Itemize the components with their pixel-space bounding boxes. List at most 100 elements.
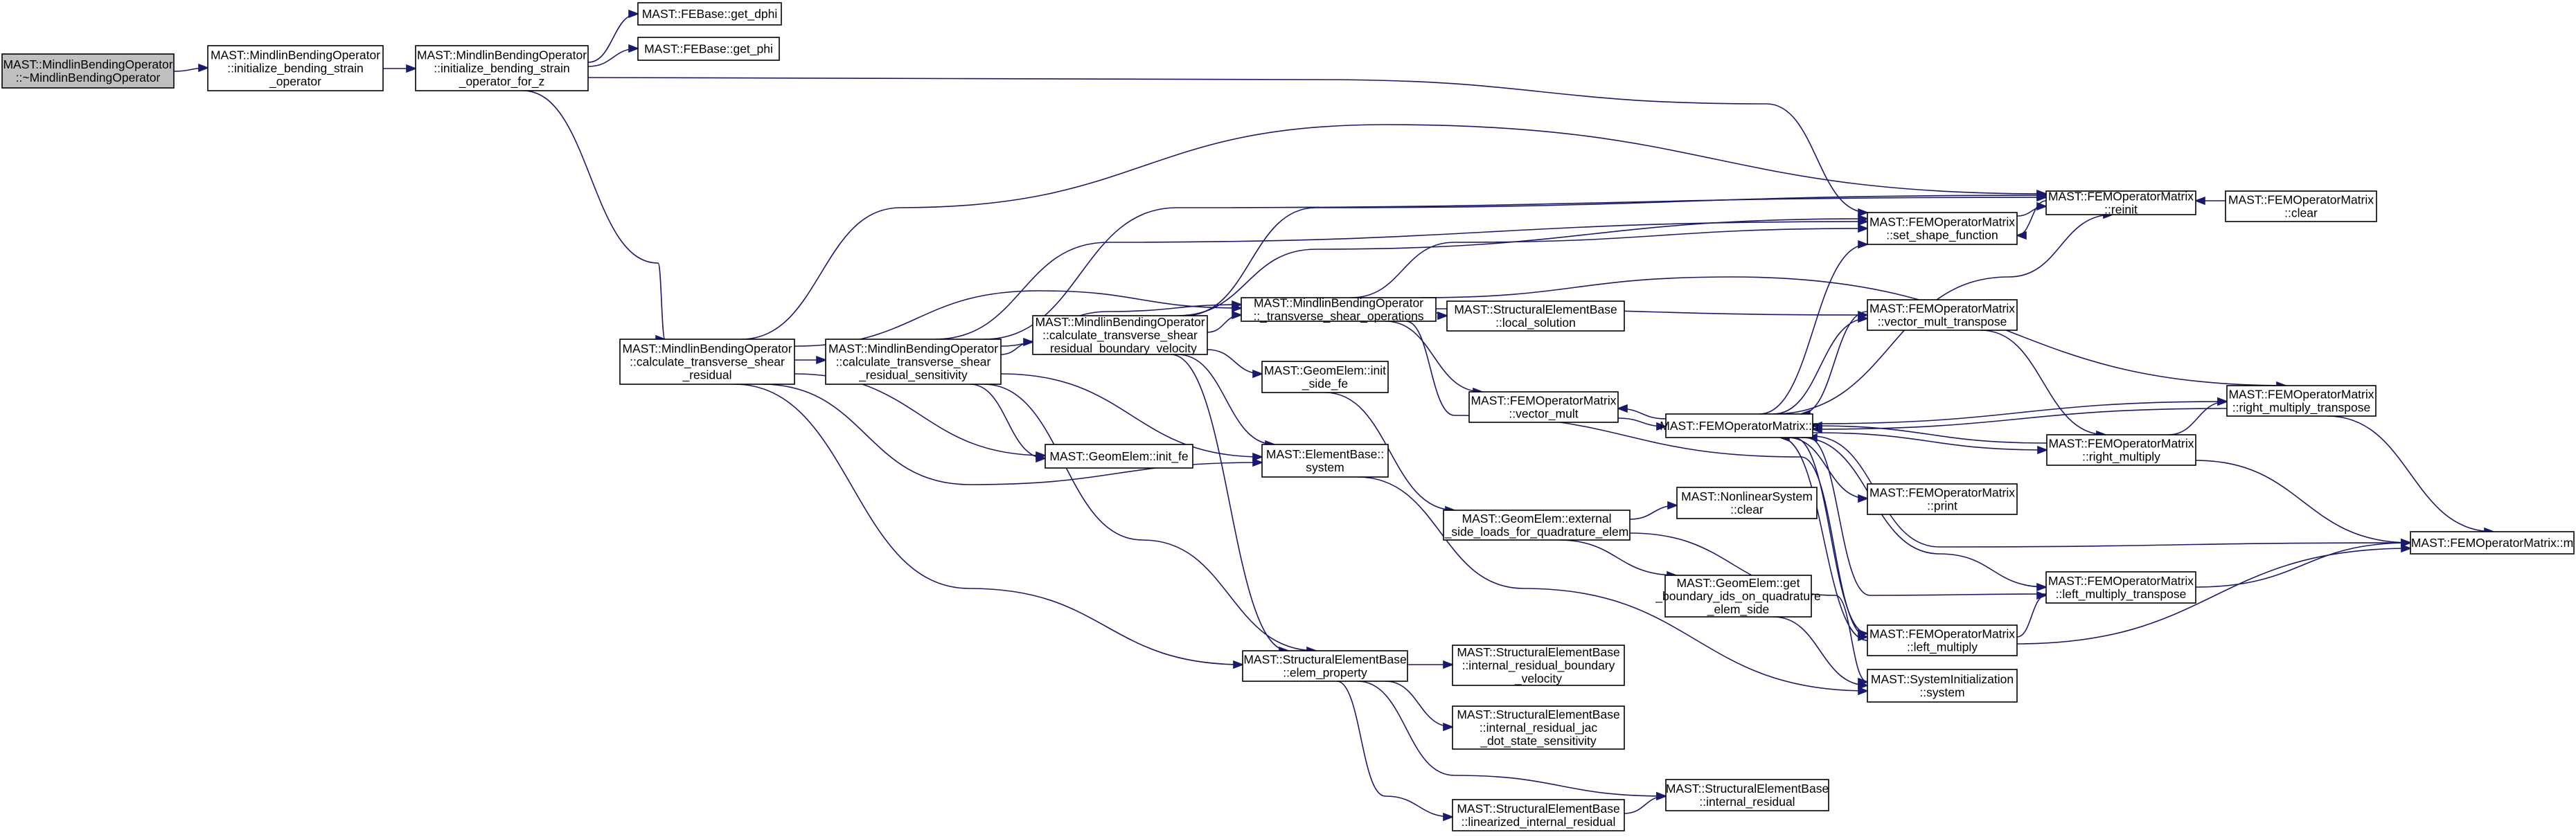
node-n10[interactable]: MAST::MindlinBendingOperator::calculate_… <box>1032 315 1208 356</box>
node-box <box>637 37 780 61</box>
node-n26[interactable]: MAST::FEMOperatorMatrix::left_multiply_t… <box>2045 571 2196 604</box>
node-n28[interactable]: MAST::SystemInitialization::system <box>1867 669 2018 703</box>
node-n27[interactable]: MAST::FEMOperatorMatrix::left_multiply <box>1867 624 2018 656</box>
node-n3[interactable]: MAST::FEBase::get_dphi <box>637 2 782 26</box>
edge-line <box>1357 681 1667 797</box>
node-box <box>1665 413 1813 438</box>
node-label-line: _dot_state_sensitivity <box>1480 734 1597 748</box>
node-box <box>2226 385 2377 417</box>
node-n2[interactable]: MAST::MindlinBendingOperator::initialize… <box>415 45 589 91</box>
call-edge-n5-n19 <box>761 384 1264 485</box>
edge-line <box>934 221 1868 340</box>
node-label-line: MAST::MindlinBendingOperator <box>417 48 587 62</box>
node-label-line: ::vector_mult_transpose <box>1878 315 2007 330</box>
node-box <box>1242 650 1408 682</box>
arrowhead-icon <box>1443 722 1455 732</box>
node-label-line: MAST::GeomElem::get <box>1677 576 1800 590</box>
node-n19[interactable]: MAST::ElementBase::system <box>1261 444 1389 478</box>
node-n15[interactable]: MAST::FEMOperatorMatrix::vector_mult <box>1468 391 1619 423</box>
call-edge-n16-n27 <box>1793 437 1869 638</box>
arrowhead-icon <box>198 63 210 73</box>
call-edge-n29-n33 <box>1336 681 1455 822</box>
node-n0[interactable]: MAST::MindlinBendingOperator::~MindlinBe… <box>1 53 175 89</box>
edge-line <box>1779 437 1868 641</box>
call-edge-n9-n19 <box>1000 373 1264 462</box>
node-n5[interactable]: MAST::MindlinBendingOperator::calculate_… <box>619 339 795 385</box>
arrowhead-icon <box>1811 421 1822 431</box>
node-n18[interactable]: MAST::GeomElem::init_fe <box>1045 444 1193 469</box>
arrowhead-icon <box>2194 196 2205 206</box>
call-edge-n10-n6 <box>1177 214 1869 316</box>
edge-line <box>1812 432 2048 451</box>
node-n32[interactable]: MAST::StructuralElementBase::internal_re… <box>1665 779 1829 811</box>
edge-line <box>1807 437 2047 596</box>
call-edge-n9-n29 <box>983 384 1318 656</box>
call-edge-n2-n4 <box>587 44 640 67</box>
node-n25[interactable]: MAST::GeomElem::get_boundary_ids_on_quad… <box>1655 575 1821 618</box>
node-label-line: MAST::FEMOperatorMatrix <box>1869 627 2015 641</box>
node-n4[interactable]: MAST::FEBase::get_phi <box>637 37 780 61</box>
edge-line <box>740 124 2047 340</box>
node-n24[interactable]: MAST::FEMOperatorMatrix::m <box>2410 531 2575 555</box>
node-n23[interactable]: MAST::GeomElem::external_side_loads_for_… <box>1443 510 1631 541</box>
call-edge-n5-n29 <box>734 384 1245 669</box>
node-n13[interactable]: MAST::FEMOperatorMatrix::vector_mult_tra… <box>1867 299 2018 331</box>
node-label-line: ::left_multiply <box>1907 640 1978 655</box>
node-n30[interactable]: MAST::StructuralElementBase::internal_re… <box>1452 645 1625 686</box>
edge-line <box>1177 218 1868 316</box>
node-n31[interactable]: MAST::StructuralElementBase::internal_re… <box>1452 705 1625 750</box>
arrowhead-icon <box>2401 543 2413 553</box>
node-n21[interactable]: MAST::FEMOperatorMatrix::print <box>1867 483 2018 515</box>
node-n7[interactable]: MAST::FEMOperatorMatrix::reinit <box>2045 190 2196 217</box>
edge-line <box>794 373 1046 456</box>
call-edge-n16-n20 <box>1812 432 2049 455</box>
node-label-line: _residual <box>682 368 731 383</box>
arrowhead-icon <box>1252 458 1264 467</box>
node-n16[interactable]: MAST::FEMOperatorMatrix::n <box>1660 413 1819 438</box>
arrowhead-icon <box>1858 224 1869 233</box>
call-edge-n6-n7 <box>2016 201 2048 217</box>
edge-line <box>1405 321 1868 638</box>
call-edge-n2-n6 <box>587 77 1869 217</box>
node-label-line: MAST::SystemInitialization <box>1871 672 2014 686</box>
node-label-line: MAST::NonlinearSystem <box>1681 489 1813 503</box>
node-label-line: MAST::StructuralElementBase <box>1454 303 1617 316</box>
node-label-line: ::clear <box>2284 206 2318 220</box>
node-n22[interactable]: MAST::NonlinearSystem::clear <box>1676 487 1818 519</box>
node-box <box>637 2 782 26</box>
arrowhead-icon <box>2036 591 2048 600</box>
node-n1[interactable]: MAST::MindlinBendingOperator::initialize… <box>207 45 384 91</box>
call-edge-n11-n17 <box>1419 276 2288 390</box>
edge-line <box>1558 539 1677 576</box>
edge-line <box>587 13 639 63</box>
edge-line <box>2195 460 2411 543</box>
call-edge-n16-n6 <box>1759 240 1869 415</box>
node-box <box>1664 575 1812 618</box>
arrowhead-icon <box>406 64 418 73</box>
edge-line <box>1812 425 2048 444</box>
node-box <box>1867 669 2018 703</box>
node-box <box>1 53 175 89</box>
node-n12[interactable]: MAST::StructuralElementBase::local_solut… <box>1446 300 1625 332</box>
call-edge-n29-n31 <box>1385 681 1455 732</box>
call-edge-n5-n9 <box>794 355 828 365</box>
call-edge-n11-n12 <box>1435 311 1449 321</box>
edge-line <box>1812 408 2228 430</box>
node-n6[interactable]: MAST::FEMOperatorMatrix::set_shape_funct… <box>1867 212 2018 245</box>
call-edge-n10-n19 <box>1177 354 1277 449</box>
edge-line <box>1385 681 1453 728</box>
node-n17[interactable]: MAST::FEMOperatorMatrix::right_multiply_… <box>2226 385 2377 417</box>
edge-line <box>1385 321 1483 393</box>
node-n20[interactable]: MAST::FEMOperatorMatrix::right_multiply <box>2046 434 2196 466</box>
node-n33[interactable]: MAST::StructuralElementBase::linearized_… <box>1452 799 1625 831</box>
node-n11[interactable]: MAST::MindlinBendingOperator::_transvers… <box>1241 296 1437 324</box>
node-label-line: _operator_for_z <box>459 75 545 89</box>
node-label-line: MAST::ElementBase:: <box>1266 447 1384 461</box>
node-n29[interactable]: MAST::StructuralElementBase::elem_proper… <box>1242 650 1408 682</box>
node-label-line: ::vector_mult <box>1509 407 1578 422</box>
node-n14[interactable]: MAST::GeomElem::init_side_fe <box>1261 361 1389 393</box>
node-n8[interactable]: MAST::FEMOperatorMatrix::clear <box>2225 190 2377 222</box>
edge-line <box>587 77 1868 213</box>
call-edge-n23-n22 <box>1629 501 1679 520</box>
node-n9[interactable]: MAST::MindlinBendingOperator::calculate_… <box>825 339 1002 385</box>
